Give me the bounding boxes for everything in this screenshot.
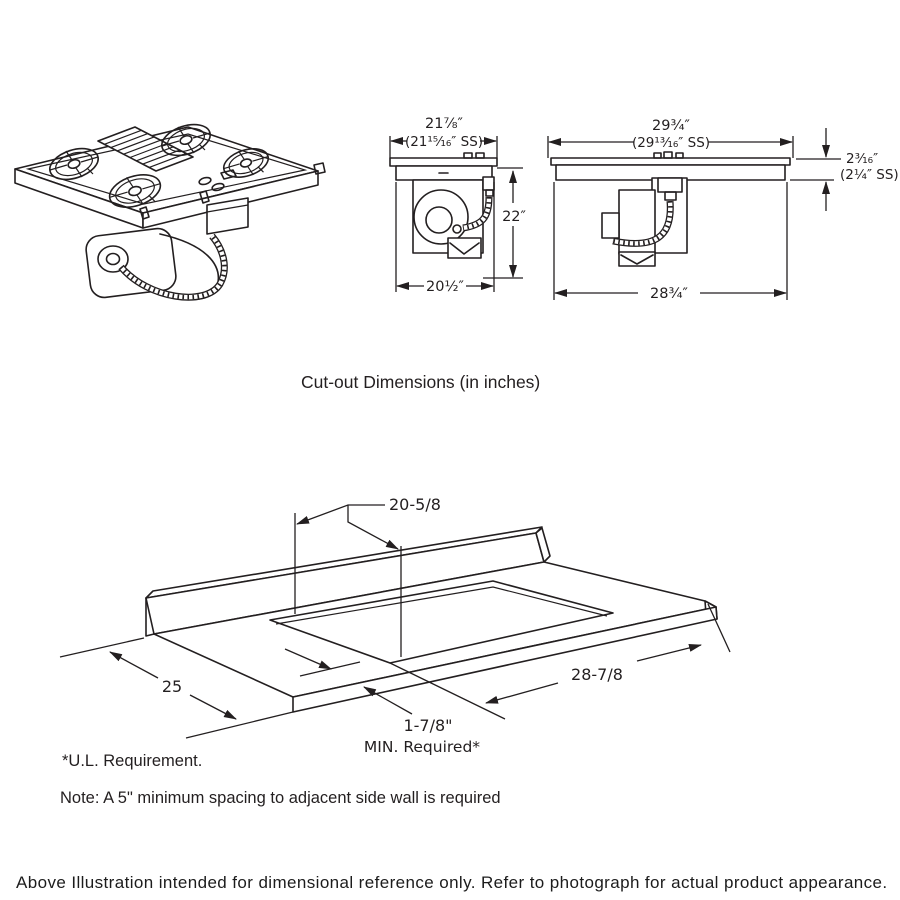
downdraft-blower-assembly — [85, 198, 248, 299]
ul-requirement-text: *U.L. Requirement. — [62, 752, 203, 770]
counter-depth-label: 25 — [162, 677, 182, 696]
burner-grate — [46, 143, 102, 185]
burner-grate — [220, 144, 272, 183]
cutout-inner-thickness — [276, 587, 607, 624]
side-motor-box — [602, 213, 619, 238]
side-width-label: 29¾″ — [652, 118, 691, 134]
front-width-ss-label: (21¹⁵⁄₁₆″ SS) — [405, 134, 483, 150]
control-buttons — [198, 170, 236, 192]
side-bottom-width-label: 28¾″ — [650, 286, 689, 302]
cutout-depth-dimension: 20-5/8 — [296, 495, 441, 549]
burner-grate — [105, 169, 164, 213]
section-title: Cut-out Dimensions (in inches) — [301, 372, 541, 392]
cutout-width-dimension: 28-7/8 — [390, 604, 730, 719]
downdraft-vent-grille — [98, 127, 193, 171]
counter-depth-dimension: 25 — [60, 638, 293, 738]
side-width-ss-label: (29¹³⁄₁₆″ SS) — [632, 135, 710, 151]
disclaimer-text: Above Illustration intended for dimensio… — [16, 873, 888, 892]
front-clearance-note: MIN. Required* — [364, 738, 480, 756]
front-blower-circle — [414, 190, 468, 244]
front-flexible-conduit — [463, 197, 489, 228]
side-power-plug — [658, 178, 682, 192]
isometric-product-view — [15, 119, 325, 299]
front-top-plate — [390, 158, 497, 166]
cooktop-front-edge-face — [143, 171, 318, 228]
side-rim-height-ss-label: (2¼″ SS) — [840, 167, 899, 183]
side-rim-height-label: 2³⁄₁₆″ — [846, 151, 878, 167]
front-clearance-label: 1-7/8" — [403, 716, 452, 735]
side-top-plate — [551, 158, 790, 165]
blower-inlet — [98, 246, 128, 272]
mounting-tab — [314, 163, 325, 174]
spacing-note-text: Note: A 5" minimum spacing to adjacent s… — [60, 789, 501, 807]
countertop-cutout-view: 20-5/8 25 28-7/8 1-7/8" MIN. Required* — [60, 495, 730, 756]
flexible-conduit — [121, 236, 224, 297]
front-height-label: 22″ — [502, 209, 526, 225]
vent-duct-box — [207, 198, 248, 234]
front-view: 21⅞″ (21¹⁵⁄₁₆″ SS) 22″ 20½″ — [390, 116, 527, 295]
backsplash-end-face — [536, 528, 550, 562]
mounting-tab — [140, 207, 149, 219]
counter-front-face — [293, 607, 717, 712]
side-damper-box — [619, 252, 655, 266]
cutout-reference-lines — [295, 513, 401, 657]
front-width-label: 21⅞″ — [425, 116, 464, 132]
mounting-tab — [200, 191, 209, 203]
cutout-depth-label: 20-5/8 — [389, 495, 441, 514]
side-flexible-conduit — [613, 201, 670, 243]
front-bottom-width-label: 20½″ — [426, 279, 465, 295]
cutout-opening — [270, 581, 613, 663]
side-view: 29¾″ (29¹³⁄₁₆″ SS) 2³⁄₁₆″ (2¼″ SS) 28¾ — [548, 118, 899, 302]
front-damper-box — [448, 238, 481, 258]
cooktop-top-surface — [15, 127, 318, 213]
front-clearance-dimension: 1-7/8" MIN. Required* — [285, 649, 480, 756]
cutout-width-label: 28-7/8 — [571, 665, 623, 684]
front-power-plug — [483, 177, 494, 190]
burner-grate — [158, 119, 214, 161]
